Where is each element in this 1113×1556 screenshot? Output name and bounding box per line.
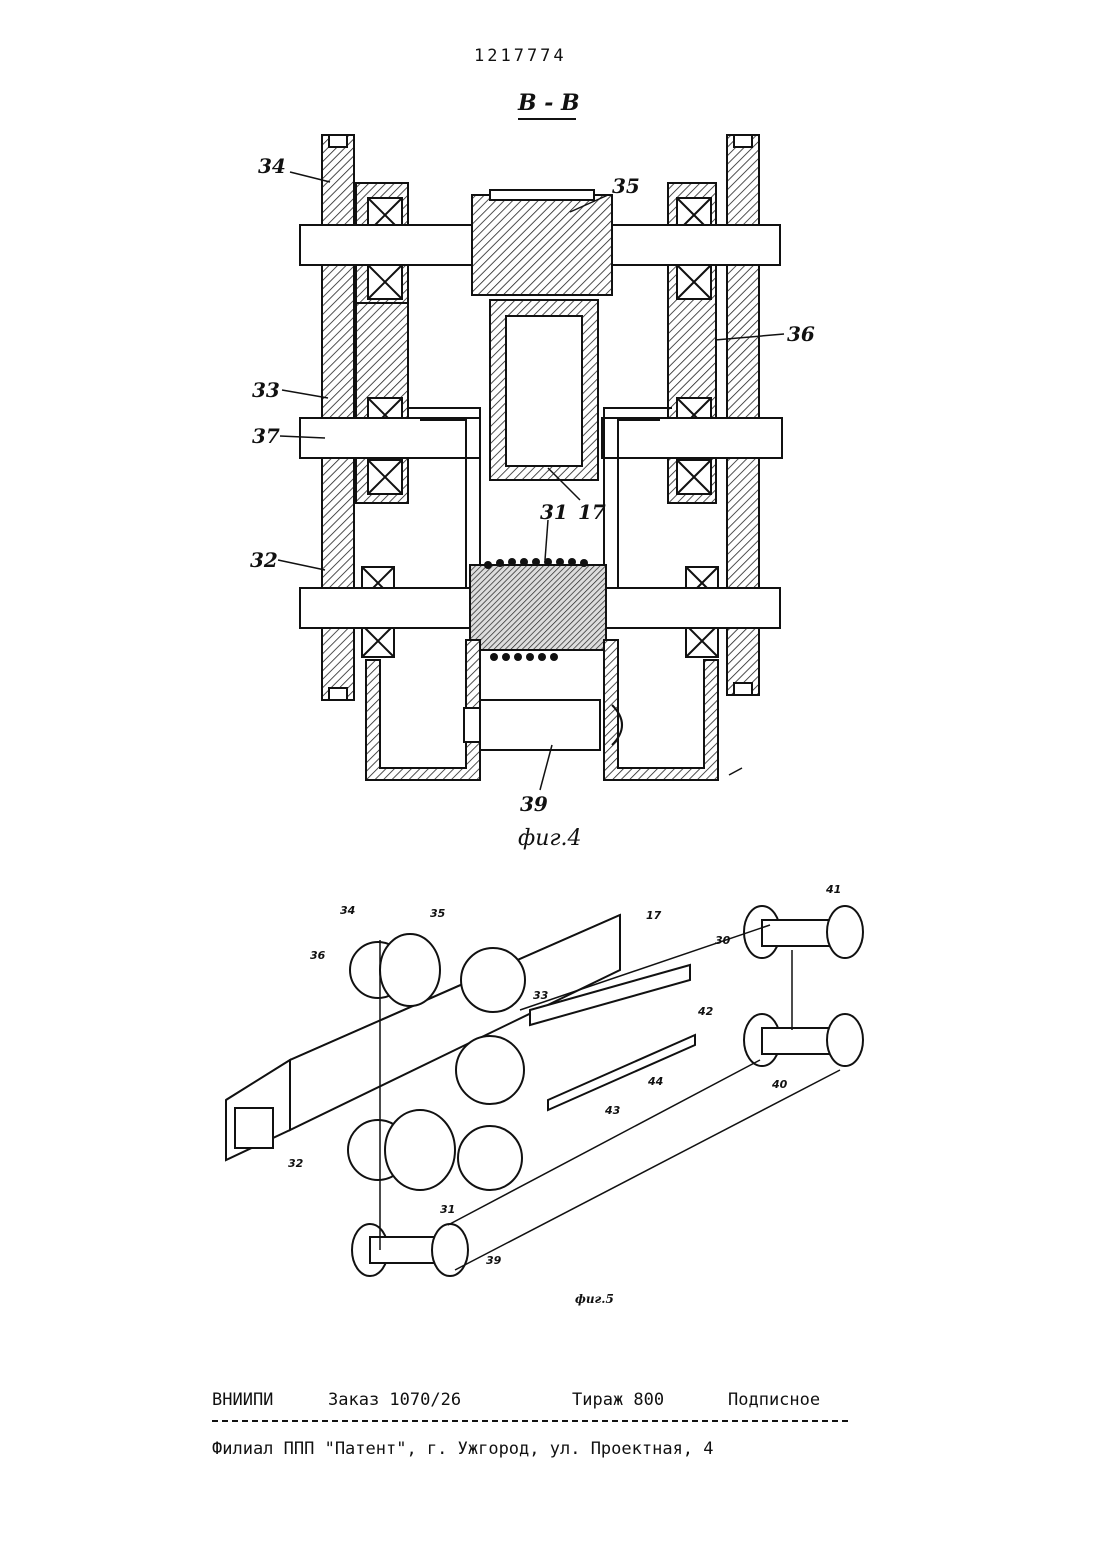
fig5-label-33: 33: [533, 989, 548, 1002]
fig5-label-41: 41: [826, 883, 841, 896]
footer-org: ВНИИПИ: [212, 1390, 273, 1410]
fig5-label-43: 43: [605, 1104, 620, 1117]
fig5-label-40: 40: [772, 1078, 787, 1091]
fig5-label-42: 42: [698, 1005, 713, 1018]
fig5-label-32: 32: [288, 1157, 303, 1170]
fig5-label-31: 31: [440, 1203, 455, 1216]
footer-order: Заказ 1070/26: [328, 1390, 461, 1410]
footer-circulation: Тираж 800: [572, 1390, 664, 1410]
fig5-label-30: 30: [715, 934, 730, 947]
fig5-label-34: 34: [340, 904, 355, 917]
footer-divider: [212, 1420, 848, 1422]
fig5-label-44: 44: [648, 1075, 663, 1088]
figure-5-caption: фиг.5: [575, 1292, 614, 1306]
footer-subscription: Подписное: [728, 1390, 820, 1410]
fig5-label-35: 35: [430, 907, 445, 920]
fig5-label-36: 36: [310, 949, 325, 962]
fig5-label-39: 39: [486, 1254, 501, 1267]
fig5-label-17: 17: [646, 909, 661, 922]
footer-branch-address: Филиал ППП "Патент", г. Ужгород, ул. Про…: [212, 1439, 714, 1459]
